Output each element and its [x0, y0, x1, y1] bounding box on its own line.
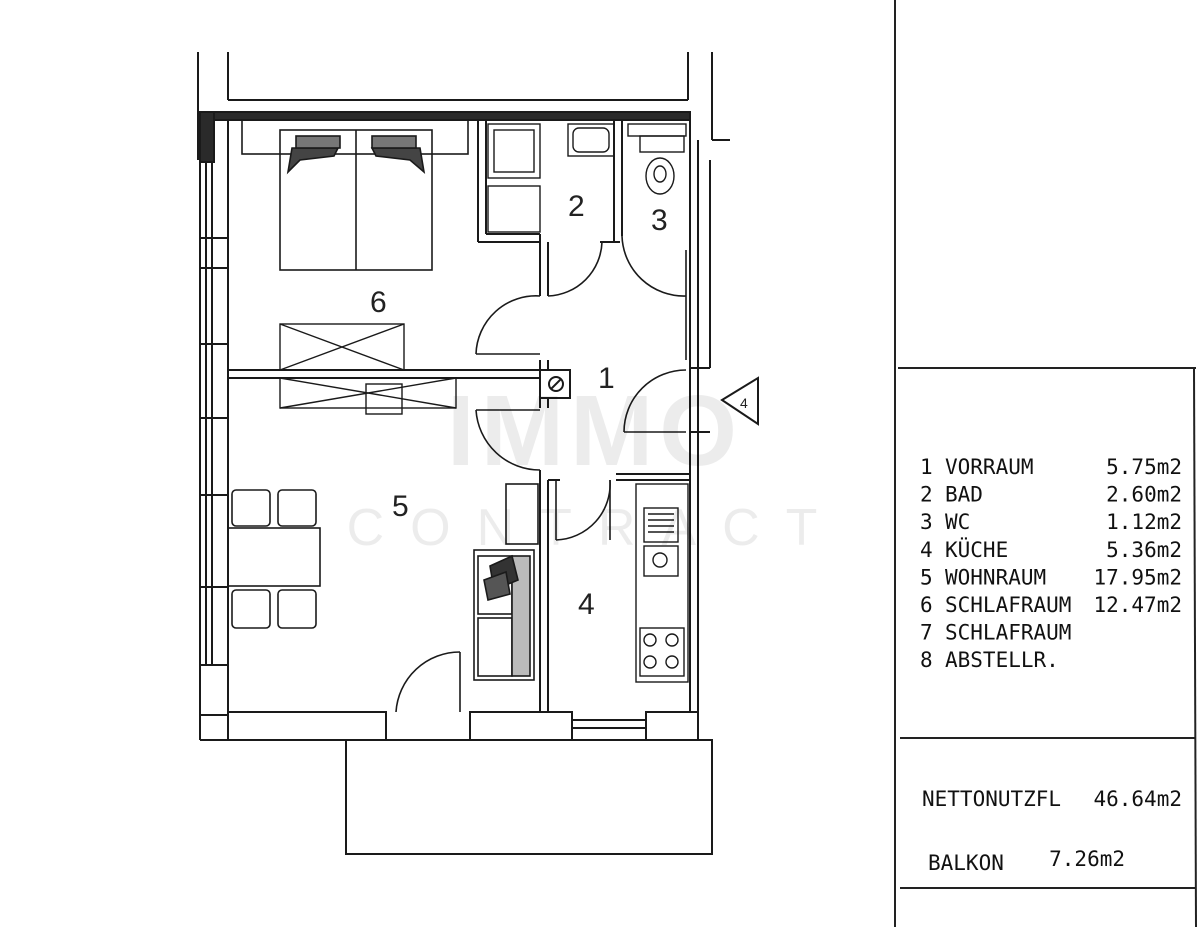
room-label-3: 3 [651, 204, 668, 237]
legend-room-area: 5.36m2 [1106, 538, 1182, 562]
legend-room-number: 1 [920, 455, 933, 479]
legend-room-area: 2.60m2 [1106, 483, 1182, 507]
legend-room-area: 5.75m2 [1106, 455, 1182, 479]
upper-wall-outline [197, 52, 730, 160]
watermark-line2: CONTRACT [347, 499, 844, 557]
legend-room-number: 4 [920, 538, 933, 562]
legend-room-name: WOHNRAUM [945, 565, 1046, 589]
net-area-value: 46.64m2 [1093, 787, 1182, 811]
legend-room-number: 3 [920, 510, 933, 534]
legend-room-name: KÜCHE [945, 537, 1008, 562]
net-area-label: NETTONUTZFL [922, 787, 1061, 811]
balcony [345, 739, 713, 855]
room-label-2: 2 [568, 190, 585, 223]
legend-room-area: 1.12m2 [1106, 510, 1182, 534]
wardrobe [279, 323, 457, 415]
legend-room-name: SCHLAFRAUM [945, 593, 1071, 617]
legend-room-name: SCHLAFRAUM [945, 621, 1071, 645]
legend-room-number: 6 [920, 593, 933, 617]
legend-room-area: 12.47m2 [1093, 593, 1182, 617]
legend-room-number: 8 [920, 648, 933, 672]
sofa [473, 483, 539, 681]
room-label-1: 1 [598, 362, 615, 395]
watermark-line1: IMMO [447, 375, 743, 487]
bathroom-fixtures [487, 123, 687, 233]
room-label-5: 5 [392, 490, 409, 523]
balcony-value: 7.26m2 [1049, 847, 1125, 871]
dining-table [227, 489, 321, 629]
door-swings [395, 235, 687, 713]
entrance-marker-label: 4 [740, 395, 748, 411]
legend-room-name: ABSTELLR. [945, 648, 1059, 672]
legend-room-name: VORRAUM [945, 455, 1034, 479]
room-labels: 1 2 3 4 5 6 4 [370, 190, 748, 621]
interior-walls [227, 120, 690, 712]
room-label-4: 4 [578, 588, 595, 621]
legend-panel [894, 0, 1197, 927]
bed [241, 119, 469, 271]
entrance-marker-icon [720, 376, 759, 426]
legend-room-name: BAD [945, 483, 983, 507]
legend-room-number: 2 [920, 483, 933, 507]
legend-room-number: 5 [920, 565, 933, 589]
legend-room-list: 1 VORRAUM 5.75m2 2 BAD 2.60m2 3 WC 1.12m2 4 KÜCHE 5… [920, 455, 1182, 672]
legend-room-number: 7 [920, 621, 933, 645]
kitchen-counter [635, 483, 689, 683]
watermark: IMMO CONTRACT [347, 375, 844, 557]
room-label-6: 6 [370, 286, 387, 319]
legend-room-area: 17.95m2 [1093, 565, 1182, 589]
balcony-label: BALKON [928, 851, 1004, 875]
legend-room-name: WC [945, 510, 970, 534]
